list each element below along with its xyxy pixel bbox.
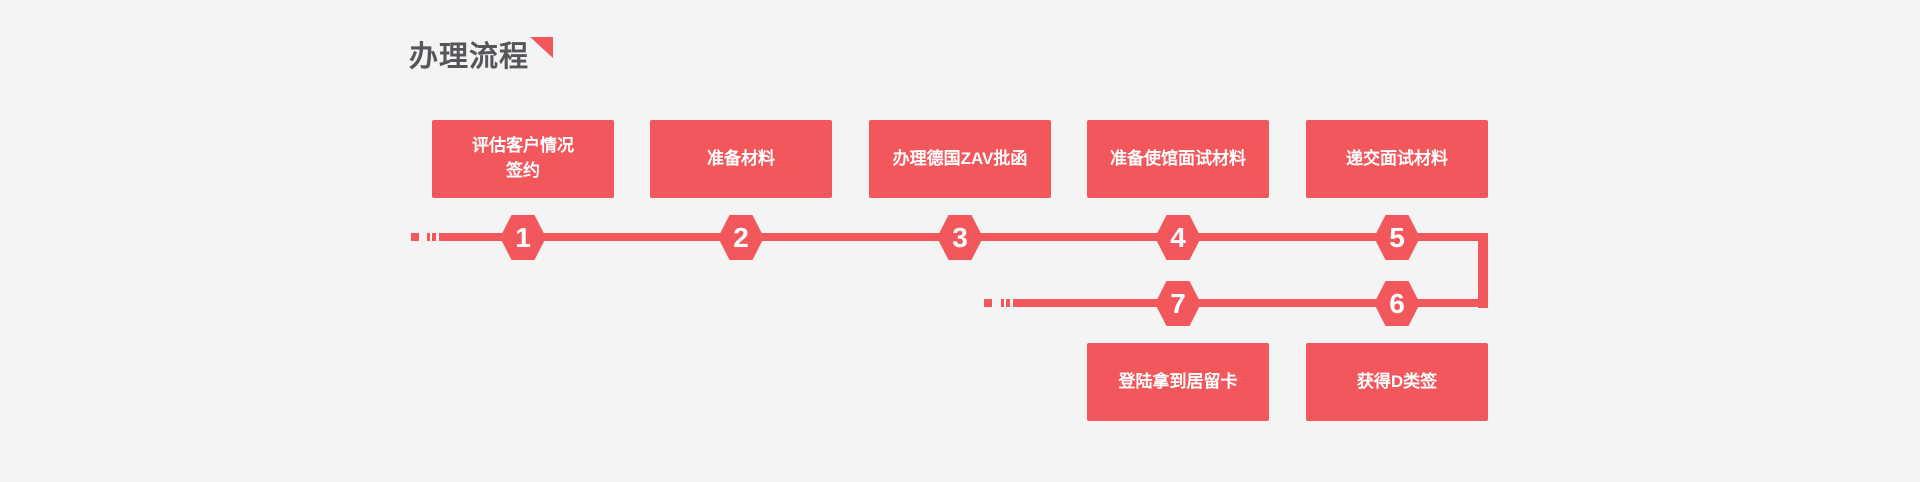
flow-line-corner	[1478, 233, 1488, 308]
step-badge-6: 6	[1374, 281, 1420, 326]
line-start-dot	[411, 233, 419, 241]
step-box-1: 评估客户情况 签约	[432, 120, 614, 198]
line-start-dash	[432, 233, 436, 241]
step-box-7: 登陆拿到居留卡	[1087, 343, 1269, 421]
page-title: 办理流程	[409, 41, 530, 73]
line-start-dash	[1001, 299, 1004, 307]
step-box-6: 获得D类签	[1306, 343, 1488, 421]
step-badge-4: 4	[1155, 215, 1201, 260]
step-badge-1: 1	[500, 215, 546, 260]
step-badge-7: 7	[1155, 281, 1201, 326]
step-box-2: 准备材料	[650, 120, 832, 198]
step-box-3: 办理德国ZAV批函	[869, 120, 1051, 198]
line-start-dash	[427, 233, 430, 241]
step-badge-2: 2	[718, 215, 764, 260]
step-badge-5: 5	[1374, 215, 1420, 260]
flow-line-bottom	[1013, 299, 1488, 307]
line-start-dash	[1006, 299, 1010, 307]
step-badge-3: 3	[937, 215, 983, 260]
step-box-5: 递交面试材料	[1306, 120, 1488, 198]
line-start-dot	[984, 299, 992, 307]
triangle-accent-icon	[530, 37, 553, 58]
step-box-4: 准备使馆面试材料	[1087, 120, 1269, 198]
